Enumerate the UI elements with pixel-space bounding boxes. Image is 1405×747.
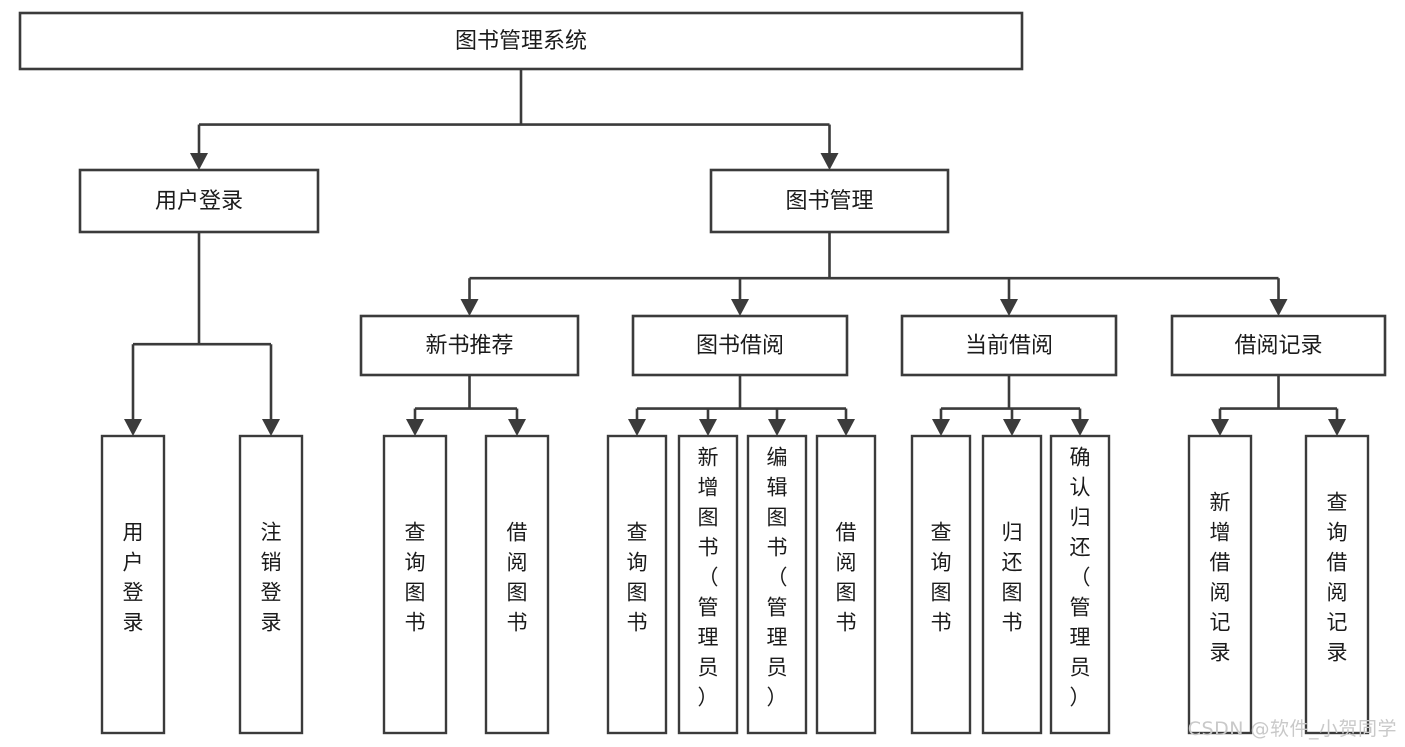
- arrow-head-icon: [1328, 419, 1346, 436]
- node-label: 查询图书: [627, 521, 648, 635]
- leaf-leaf-return-book[interactable]: 归还图书: [981, 434, 1043, 735]
- node-label: 编辑图书（管理员）: [767, 446, 788, 710]
- arrow-head-icon: [932, 419, 950, 436]
- arrow-head-icon: [1071, 419, 1089, 436]
- leaf-leaf-query-book-borrow[interactable]: 查询图书: [606, 434, 668, 735]
- arrow-head-icon: [768, 419, 786, 436]
- node-book-management[interactable]: 图书管理: [709, 168, 950, 234]
- leaf-leaf-add-record[interactable]: 新增借阅记录: [1187, 434, 1253, 735]
- node-label: 新增图书（管理员）: [698, 446, 719, 710]
- node-label: 借阅记录: [1234, 334, 1322, 359]
- node-rect: [631, 314, 849, 377]
- node-rect: [677, 434, 739, 735]
- arrow-head-icon: [1000, 299, 1018, 316]
- arrow-head-icon: [460, 299, 479, 316]
- leaf-leaf-confirm-return[interactable]: 确认归还（管理员）: [1049, 434, 1111, 735]
- node-rect: [1187, 434, 1253, 735]
- node-label: 新书推荐: [425, 334, 513, 359]
- arrow-head-icon: [628, 419, 646, 436]
- node-user-login[interactable]: 用户登录: [78, 168, 320, 234]
- node-rect: [1049, 434, 1111, 735]
- node-layer: 图书管理系统用户登录图书管理新书推荐图书借阅当前借阅借阅记录用户登录注销登录查询…: [18, 11, 1387, 735]
- leaf-leaf-query-record[interactable]: 查询借阅记录: [1304, 434, 1370, 735]
- node-borrow-record[interactable]: 借阅记录: [1170, 314, 1387, 377]
- node-rect: [709, 168, 950, 234]
- arrow-head-icon: [262, 419, 280, 436]
- connector-layer: [124, 69, 1346, 436]
- node-rect: [1170, 314, 1387, 377]
- node-label: 查询借阅记录: [1327, 491, 1348, 665]
- arrow-head-icon: [1269, 299, 1288, 316]
- arrow-head-icon: [1003, 419, 1021, 436]
- node-label: 图书管理系统: [455, 29, 587, 54]
- leaf-leaf-borrow-book-new[interactable]: 借阅图书: [484, 434, 550, 735]
- arrow-head-icon: [820, 153, 839, 170]
- arrow-head-icon: [190, 153, 208, 170]
- node-label: 查询图书: [405, 521, 426, 635]
- node-label: 确认归还（管理员）: [1070, 446, 1091, 710]
- node-label: 用户登录: [155, 189, 243, 214]
- node-label: 借阅图书: [836, 521, 857, 635]
- node-rect: [815, 434, 877, 735]
- node-rect: [100, 434, 166, 735]
- node-label: 归还图书: [1002, 521, 1023, 635]
- leaf-leaf-user-login[interactable]: 用户登录: [100, 434, 166, 735]
- leaf-leaf-add-book[interactable]: 新增图书（管理员）: [677, 434, 739, 735]
- node-rect: [382, 434, 448, 735]
- node-label: 当前借阅: [965, 334, 1053, 359]
- node-rect: [484, 434, 550, 735]
- leaf-leaf-edit-book[interactable]: 编辑图书（管理员）: [746, 434, 808, 735]
- node-current-borrow[interactable]: 当前借阅: [900, 314, 1118, 377]
- arrow-head-icon: [731, 299, 749, 316]
- arrow-head-icon: [1211, 419, 1229, 436]
- arrow-head-icon: [406, 419, 424, 436]
- arrow-head-icon: [837, 419, 855, 436]
- node-root[interactable]: 图书管理系统: [18, 11, 1024, 71]
- arrow-head-icon: [699, 419, 717, 436]
- node-label: 图书管理: [785, 189, 873, 214]
- node-rect: [981, 434, 1043, 735]
- node-rect: [78, 168, 320, 234]
- node-label: 新增借阅记录: [1210, 491, 1231, 665]
- node-rect: [746, 434, 808, 735]
- node-rect: [900, 314, 1118, 377]
- node-rect: [1304, 434, 1370, 735]
- node-label: 查询图书: [931, 521, 952, 635]
- node-new-book-recommend[interactable]: 新书推荐: [359, 314, 580, 377]
- node-label: 图书借阅: [696, 334, 784, 359]
- node-label: 借阅图书: [507, 521, 528, 635]
- leaf-leaf-logout[interactable]: 注销登录: [238, 434, 304, 735]
- node-rect: [359, 314, 580, 377]
- leaf-leaf-query-book-current[interactable]: 查询图书: [910, 434, 972, 735]
- arrow-head-icon: [124, 419, 142, 436]
- node-rect: [606, 434, 668, 735]
- leaf-leaf-query-book-new[interactable]: 查询图书: [382, 434, 448, 735]
- node-book-borrow[interactable]: 图书借阅: [631, 314, 849, 377]
- node-label: 注销登录: [261, 521, 282, 635]
- leaf-leaf-borrow-book[interactable]: 借阅图书: [815, 434, 877, 735]
- node-rect: [910, 434, 972, 735]
- arrow-head-icon: [508, 419, 526, 436]
- node-label: 用户登录: [123, 521, 144, 635]
- node-rect: [18, 11, 1024, 71]
- node-rect: [238, 434, 304, 735]
